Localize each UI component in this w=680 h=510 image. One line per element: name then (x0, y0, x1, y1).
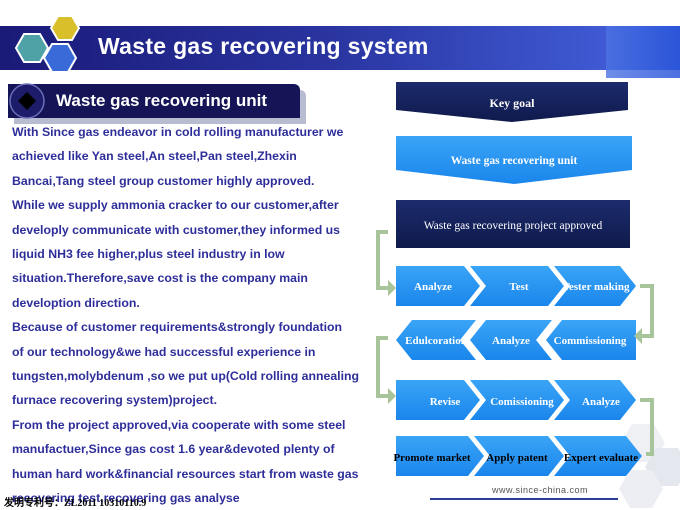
body-line: of our technology&we had successful expe… (12, 344, 316, 359)
body-line: While we supply ammonia cracker to our c… (12, 198, 339, 213)
connector-arrowhead (388, 280, 396, 296)
key-goal-label: Key goal (490, 96, 536, 110)
body-line: Bancai,Tang steel group customer highly … (12, 173, 315, 188)
step-label: Edulcoration (405, 335, 467, 347)
chevron-row3-3 (554, 380, 636, 420)
step-label: Promote market (393, 452, 470, 464)
body-line: human hard work&financial resources star… (12, 466, 359, 481)
chevron-row4-3 (554, 436, 642, 476)
slide-title: Waste gas recovering system (98, 33, 429, 59)
body-line: achieved like Yan steel,An steel,Pan ste… (12, 149, 297, 164)
step-label: Apply patent (486, 452, 548, 464)
body-line: From the project approved,via cooperate … (12, 417, 346, 432)
chevron-row1-1 (396, 266, 480, 306)
body-line: furnace recovering system)project. (12, 393, 218, 408)
subtitle-bar (8, 84, 300, 118)
body-line: Because of customer requirements&strongl… (12, 320, 343, 335)
step-label: Analyze (582, 396, 620, 408)
step-label: Revise (430, 396, 461, 408)
unit-label: Waste gas recovering unit (451, 155, 578, 167)
connector-bracket (376, 336, 388, 398)
body-line: manufactuer,Since gas cost 1.6 year&devo… (12, 442, 335, 457)
step-label: Comissioning (490, 396, 554, 408)
chevron-row2-3 (546, 320, 636, 360)
patent-number: 发明专利号：ZL2011 10310110.9 (4, 498, 147, 509)
connector-arrowhead (388, 388, 396, 404)
connector-bracket (640, 398, 654, 456)
title-bar-end (606, 26, 680, 70)
step-label: Commissioning (554, 335, 627, 347)
approved-shape (396, 200, 630, 248)
body-line: develoption direction. (12, 295, 140, 310)
step-label: Expert evaluate (564, 452, 638, 464)
connector-bracket (376, 230, 388, 290)
chevron-row3-1 (396, 380, 480, 420)
step-label: Analyze (414, 281, 452, 293)
body-line: tungsten,molybdenum ,so we put up(Cold r… (12, 369, 360, 384)
body-line: With Since gas endeavor in cold rolling … (12, 125, 344, 139)
title-accent-strip (606, 70, 680, 78)
chevron-row4-2 (474, 436, 564, 476)
approved-label: Waste gas recovering project approved (424, 220, 603, 232)
unit-shape (396, 136, 632, 184)
connector-arrowhead (634, 328, 642, 344)
step-label: Test (509, 281, 528, 293)
connector-bracket (640, 284, 654, 338)
chevron-row4-1 (396, 436, 484, 476)
step-label: Analyze (492, 335, 530, 347)
chevron-row2-2 (470, 320, 552, 360)
title-bar (0, 26, 606, 70)
chevron-row1-2 (470, 266, 564, 306)
chevron-row2-1 (396, 320, 476, 360)
body-line: developly communicate with customer,they… (12, 222, 340, 237)
step-label: Tester making (563, 281, 630, 293)
body-line: liquid NH3 fee higher,plus steel industr… (12, 247, 285, 262)
body-line: recovering test,recovering gas analyse (12, 491, 240, 506)
key-goal-shape (396, 82, 628, 122)
footer-rule (430, 498, 618, 500)
hexagon-cluster-icon (14, 15, 81, 73)
diamond-icon (9, 83, 45, 119)
body-line: situation.Therefore,save cost is the com… (12, 271, 308, 286)
website-url: www.since-china.com (492, 485, 589, 495)
subtitle: Waste gas recovering unit (56, 91, 267, 110)
chevron-row1-3 (554, 266, 636, 306)
body-text: With Since gas endeavor in cold rolling … (12, 120, 392, 510)
chevron-row3-2 (470, 380, 564, 420)
